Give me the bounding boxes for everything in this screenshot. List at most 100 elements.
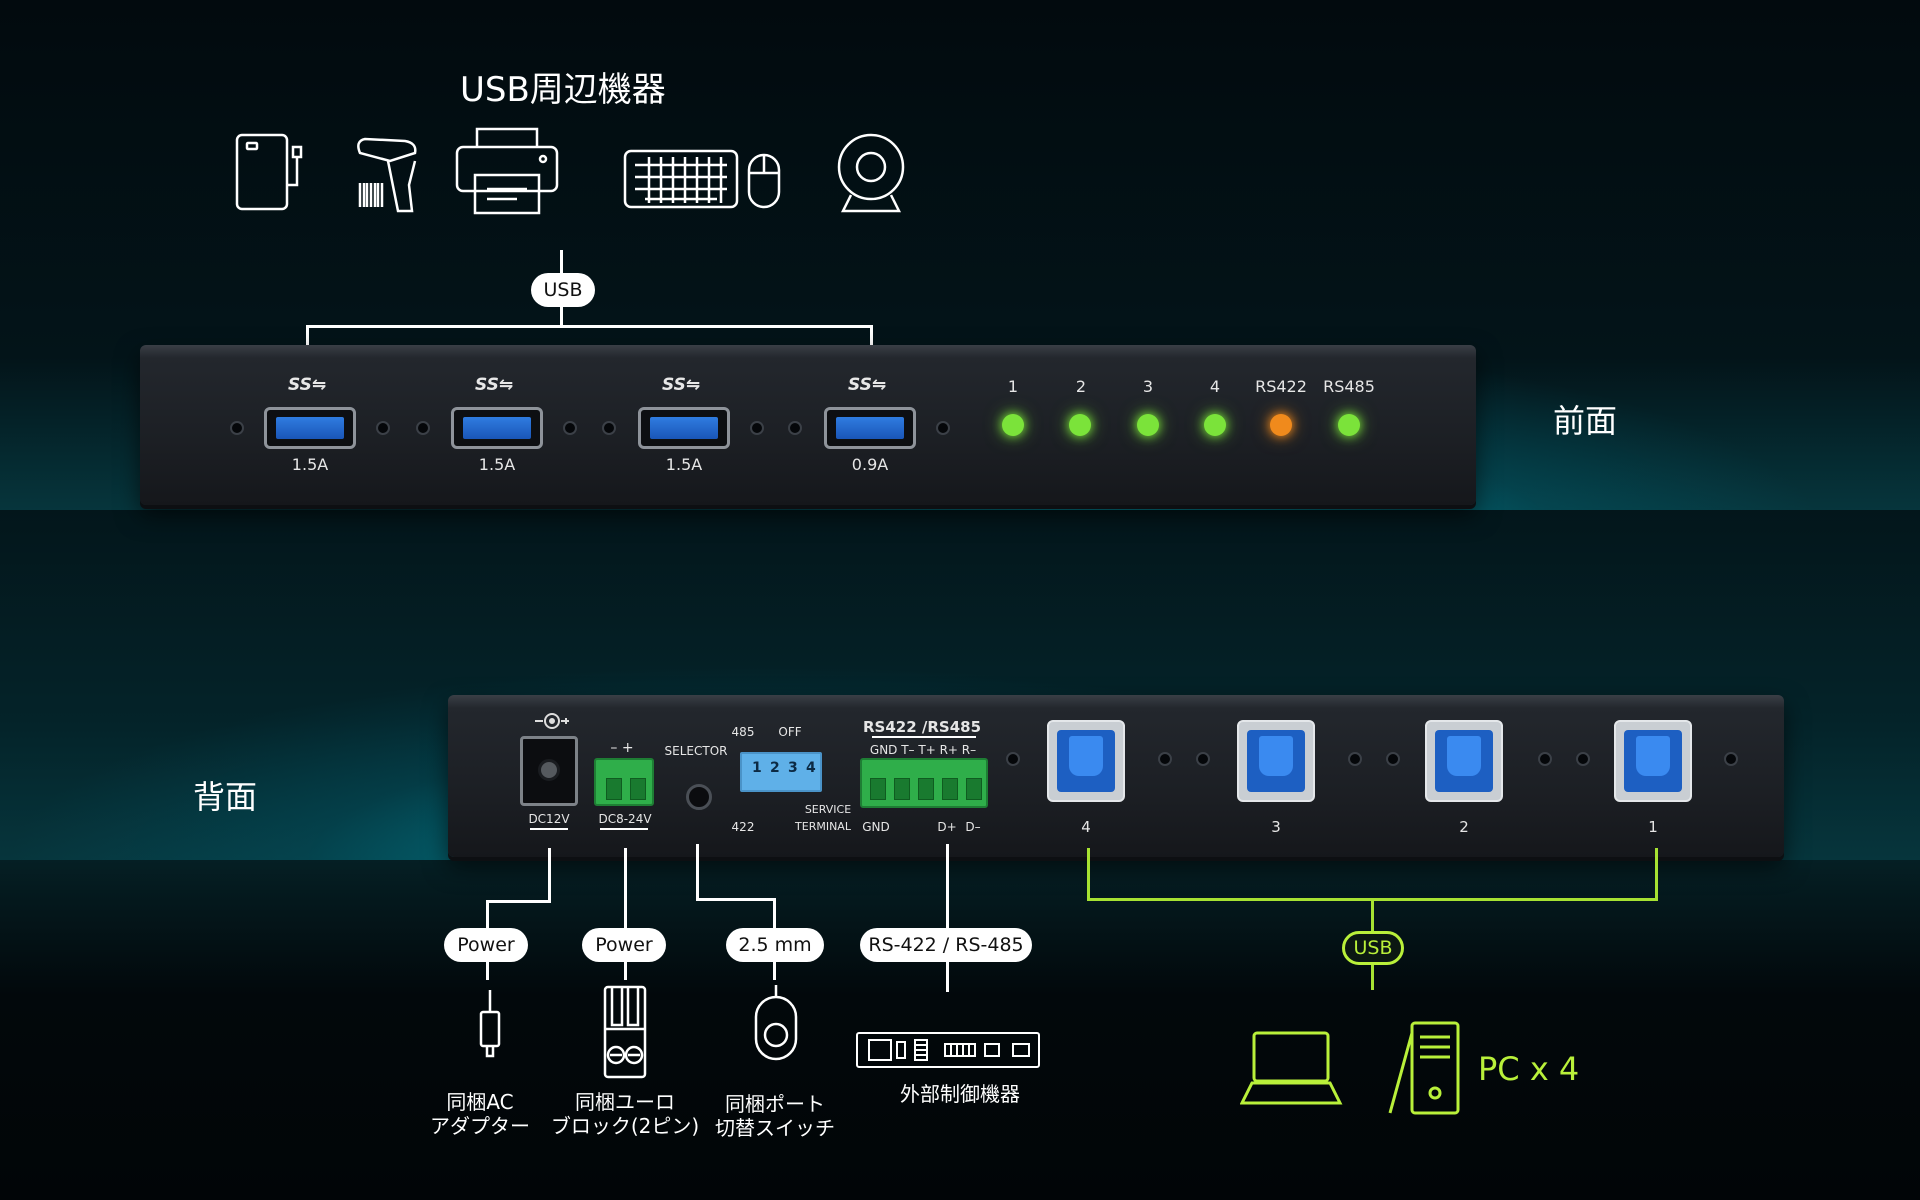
callout-line-switch-2 (696, 898, 776, 901)
divider-slash (1388, 1032, 1414, 1114)
screw-hole (1538, 752, 1552, 766)
selector-label: SELECTOR (664, 744, 728, 758)
callout-label-euro-line2: ブロック(2ピン) (550, 1114, 700, 1138)
dc12v-underline (530, 828, 568, 830)
callout-pill-rs: RS-422 / RS-485 (860, 928, 1032, 962)
dip-485-label: 485 (731, 725, 755, 739)
screw-hole (1724, 752, 1738, 766)
usb-b-label-4: 4 (1081, 818, 1091, 836)
dc-terminal-block[interactable] (594, 758, 654, 806)
power-adapter-icon (479, 990, 501, 1058)
desktop-tower-icon (1410, 1021, 1460, 1115)
section-label-front: 前面 (1553, 402, 1618, 440)
screw-hole (376, 421, 390, 435)
dc8-24v-underline (600, 828, 648, 830)
rs-pin-dplus: D+ (937, 820, 957, 834)
callout-pill-power-ac: Power (444, 928, 528, 962)
dip-num-3: 3 (788, 760, 798, 776)
led-label-rs485: RS485 (1323, 377, 1375, 396)
terminal-block-icon (603, 985, 647, 1079)
pc-icons (1240, 1021, 1460, 1115)
dc12v-label: DC12V (528, 812, 570, 826)
callout-line-ac-1 (548, 848, 551, 902)
port-current-2: 1.5A (478, 455, 516, 474)
superspeed-logo-2: SS⇋ (475, 375, 514, 395)
printer-icon (455, 127, 559, 215)
screw-hole (1576, 752, 1590, 766)
hard-drive-icon (235, 133, 303, 211)
led-port-1 (1002, 414, 1024, 436)
rs-pin-gnd: GND (862, 820, 890, 834)
port-current-4: 0.9A (851, 455, 889, 474)
superspeed-logo-4: SS⇋ (848, 375, 887, 395)
led-label-1: 1 (1007, 377, 1019, 396)
dip-num-4: 4 (806, 760, 816, 776)
callout-label-control: 外部制御機器 (900, 1082, 1020, 1106)
rs-pin-dminus: D– (965, 820, 981, 834)
rs-pins-top: GND T– T+ R+ R– (869, 743, 977, 757)
led-label-2: 2 (1075, 377, 1087, 396)
usb-a-port-2[interactable] (451, 407, 543, 449)
callout-label-switch-line2: 切替スイッチ (715, 1116, 835, 1140)
usb-drop-line-4 (870, 325, 873, 363)
callout-label-ac-line2: アダプター (430, 1114, 530, 1138)
rs-title-underline (872, 736, 976, 738)
screw-hole (1158, 752, 1172, 766)
usb-pill-front: USB (531, 273, 595, 307)
screw-hole (1006, 752, 1020, 766)
screw-hole (1196, 752, 1210, 766)
dip-service-label: SERVICE (804, 803, 852, 816)
screw-hole (602, 421, 616, 435)
usb-b-port-3[interactable] (1237, 720, 1315, 802)
callout-label-euro-line1: 同梱ユーロ (575, 1090, 675, 1114)
control-device-icon (856, 1032, 1040, 1068)
usb-a-port-4[interactable] (824, 407, 916, 449)
dip-422-label: 422 (731, 820, 755, 834)
callout-pill-power-euro: Power (582, 928, 666, 962)
usb-b-port-1[interactable] (1614, 720, 1692, 802)
pc-count-label: PC x 4 (1478, 1050, 1580, 1088)
screw-hole (788, 421, 802, 435)
usb-b-label-3: 3 (1271, 818, 1281, 836)
webcam-icon (837, 133, 905, 213)
screw-hole (563, 421, 577, 435)
usb-b-port-2[interactable] (1425, 720, 1503, 802)
dip-terminal-label: TERMINAL (795, 820, 851, 833)
usb-a-port-3[interactable] (638, 407, 730, 449)
dip-switch[interactable]: 1 2 3 4 (740, 752, 822, 792)
superspeed-logo-3: SS⇋ (662, 375, 701, 395)
peripherals-title: USB周辺機器 (460, 70, 666, 110)
keyboard-mouse-icon (623, 149, 781, 209)
superspeed-logo-1: SS⇋ (288, 375, 327, 395)
usb-bus-line (306, 325, 873, 328)
usb-b-label-1: 1 (1648, 818, 1658, 836)
selector-port[interactable] (686, 784, 712, 810)
led-rs485 (1338, 414, 1360, 436)
screw-hole (230, 421, 244, 435)
screw-hole (936, 421, 950, 435)
led-port-3 (1137, 414, 1159, 436)
dip-off-label: OFF (778, 725, 802, 739)
callout-label-ac-line1: 同梱AC (446, 1090, 514, 1114)
pc-line-drop-4 (1087, 848, 1090, 900)
dip-num-1: 1 (752, 760, 762, 776)
callout-label-switch-line1: 同梱ポート (725, 1092, 825, 1116)
front-panel: SS⇋ SS⇋ SS⇋ SS⇋ 1.5A 1.5A 1.5A 0.9A 1 2 … (140, 345, 1476, 505)
usb-a-port-1[interactable] (264, 407, 356, 449)
barcode-scanner-icon (357, 137, 417, 213)
usb-b-port-4[interactable] (1047, 720, 1125, 802)
screw-hole (750, 421, 764, 435)
callout-line-rs (946, 844, 949, 992)
peripheral-icons (235, 127, 905, 215)
callout-line-switch-1 (696, 844, 699, 900)
polarity-label: – + (610, 740, 634, 756)
screw-hole (1386, 752, 1400, 766)
rs-terminal-block[interactable] (860, 758, 988, 808)
screw-hole (1348, 752, 1362, 766)
dc-power-jack[interactable] (520, 736, 578, 806)
callout-pill-2-5mm: 2.5 mm (726, 928, 824, 962)
callout-line-euro (624, 848, 627, 980)
rs-title: RS422 /RS485 (862, 718, 982, 736)
callout-line-ac-2 (486, 900, 551, 903)
dip-num-2: 2 (770, 760, 780, 776)
